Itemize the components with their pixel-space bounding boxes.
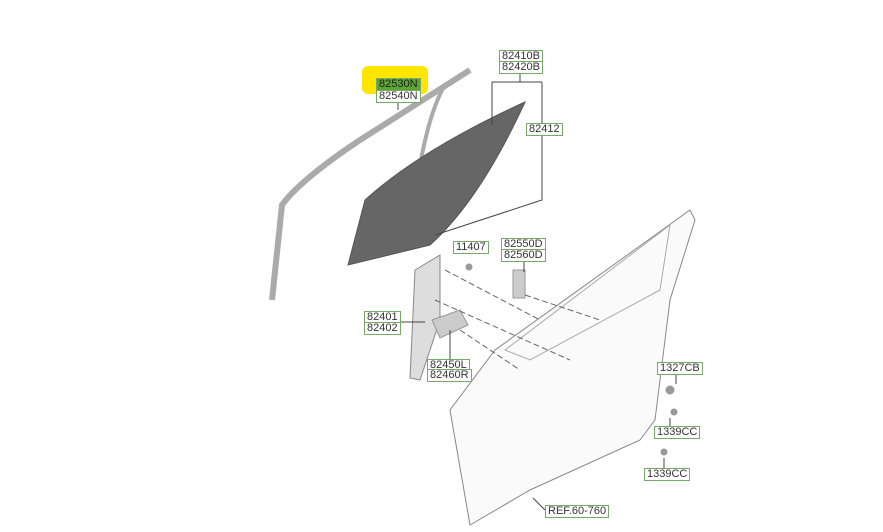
regulator <box>409 254 441 381</box>
part-label-11407[interactable]: 11407 <box>453 241 489 254</box>
part-label-82460R[interactable]: 82460R <box>427 369 472 382</box>
part-label-82560D[interactable]: 82560D <box>501 249 546 262</box>
part-label-82540N[interactable]: 82540N <box>376 90 421 103</box>
door-panel <box>449 209 696 526</box>
part-label-82420B[interactable]: 82420B <box>499 61 543 74</box>
reference-label[interactable]: REF.60-760 <box>545 505 610 518</box>
door-glass <box>347 100 527 266</box>
part-label-82402[interactable]: 82402 <box>364 322 401 335</box>
run-channel <box>269 67 472 301</box>
part-label-82412[interactable]: 82412 <box>526 123 563 136</box>
part-label-1327CB[interactable]: 1327CB <box>657 362 703 375</box>
part-label-1339CC[interactable]: 1339CC <box>644 468 691 481</box>
motor <box>431 309 469 339</box>
part-label-1339CC[interactable]: 1339CC <box>654 426 701 439</box>
